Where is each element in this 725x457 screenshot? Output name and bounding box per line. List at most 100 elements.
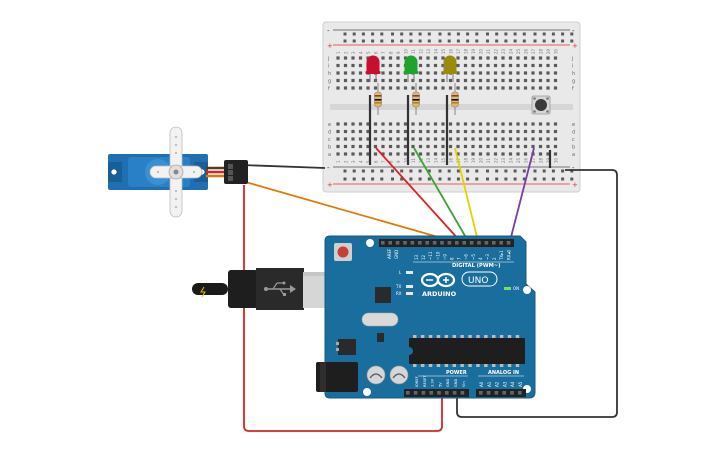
breadboard-hole[interactable] — [463, 86, 468, 90]
rail-hole[interactable] — [533, 32, 537, 36]
breadboard-hole[interactable] — [471, 129, 475, 134]
breadboard-hole[interactable] — [493, 56, 498, 60]
rail-hole[interactable] — [427, 32, 431, 36]
rail-hole[interactable] — [522, 32, 526, 36]
rail-hole[interactable] — [551, 32, 555, 36]
breadboard-hole[interactable] — [553, 152, 558, 156]
breadboard-hole[interactable] — [553, 129, 558, 134]
rail-hole[interactable] — [418, 32, 422, 36]
breadboard-hole[interactable] — [426, 86, 430, 90]
breadboard-hole[interactable] — [411, 137, 415, 141]
breadboard-hole[interactable] — [358, 129, 363, 134]
breadboard-hole[interactable] — [486, 71, 490, 75]
breadboard-hole[interactable] — [538, 63, 543, 68]
rail-hole[interactable] — [409, 32, 413, 36]
rail-hole[interactable] — [533, 177, 537, 181]
header-pin[interactable] — [455, 241, 459, 245]
rail-hole[interactable] — [542, 177, 546, 181]
breadboard-hole[interactable] — [441, 56, 445, 60]
breadboard-hole[interactable] — [388, 86, 393, 90]
header-pin[interactable] — [432, 241, 437, 245]
breadboard-hole[interactable] — [373, 152, 378, 156]
breadboard-hole[interactable] — [351, 144, 355, 149]
breadboard-hole[interactable] — [538, 129, 543, 134]
header-pin[interactable] — [484, 241, 489, 245]
breadboard-hole[interactable] — [501, 63, 505, 68]
breadboard-hole[interactable] — [411, 122, 415, 126]
breadboard-hole[interactable] — [418, 144, 423, 149]
breadboard-hole[interactable] — [448, 78, 453, 83]
breadboard-hole[interactable] — [531, 56, 535, 60]
header-pin[interactable] — [460, 391, 465, 395]
breadboard-hole[interactable] — [396, 122, 400, 126]
breadboard-hole[interactable] — [351, 122, 355, 126]
rail-hole[interactable] — [391, 32, 394, 36]
breadboard-hole[interactable] — [433, 152, 438, 156]
digital-header[interactable] — [379, 239, 514, 247]
breadboard-hole[interactable] — [336, 152, 340, 156]
breadboard-hole[interactable] — [463, 144, 468, 149]
power-jack[interactable] — [316, 362, 358, 392]
rail-hole[interactable] — [513, 32, 517, 36]
breadboard-hole[interactable] — [366, 152, 370, 156]
breadboard-hole[interactable] — [343, 63, 348, 68]
rail-hole[interactable] — [427, 177, 431, 181]
breadboard-hole[interactable] — [471, 122, 475, 126]
rail-hole[interactable] — [495, 169, 499, 173]
breadboard-hole[interactable] — [456, 152, 460, 156]
header-pin[interactable] — [494, 391, 499, 395]
breadboard-hole[interactable] — [448, 86, 453, 90]
breadboard-hole[interactable] — [463, 152, 468, 156]
breadboard-hole[interactable] — [366, 122, 370, 126]
breadboard-hole[interactable] — [403, 129, 408, 134]
breadboard-hole[interactable] — [538, 56, 543, 60]
servo-connector[interactable] — [224, 160, 248, 184]
breadboard-hole[interactable] — [373, 86, 378, 90]
breadboard-hole[interactable] — [358, 78, 363, 83]
breadboard-hole[interactable] — [546, 63, 550, 68]
rail-hole[interactable] — [561, 169, 565, 173]
breadboard-hole[interactable] — [456, 86, 460, 90]
header-pin[interactable] — [462, 241, 466, 245]
breadboard-hole[interactable] — [508, 63, 513, 68]
breadboard-hole[interactable] — [448, 144, 453, 149]
breadboard-hole[interactable] — [478, 71, 483, 75]
rail-hole[interactable] — [475, 39, 479, 43]
breadboard-hole[interactable] — [501, 152, 505, 156]
rail-hole[interactable] — [447, 39, 451, 43]
breadboard-hole[interactable] — [403, 56, 408, 60]
breadboard-hole[interactable] — [358, 56, 363, 60]
rail-hole[interactable] — [513, 169, 517, 173]
rail-hole[interactable] — [475, 32, 479, 36]
header-pin[interactable] — [492, 241, 496, 245]
breadboard-hole[interactable] — [418, 129, 423, 134]
breadboard-hole[interactable] — [426, 63, 430, 68]
rail-hole[interactable] — [570, 39, 574, 43]
breadboard-hole[interactable] — [523, 56, 528, 60]
breadboard-hole[interactable] — [516, 78, 520, 83]
breadboard-hole[interactable] — [546, 144, 550, 149]
breadboard-hole[interactable] — [456, 144, 460, 149]
breadboard-hole[interactable] — [441, 86, 445, 90]
rail-hole[interactable] — [542, 169, 546, 173]
breadboard-hole[interactable] — [373, 137, 378, 141]
breadboard-hole[interactable] — [388, 152, 393, 156]
rail-hole[interactable] — [352, 32, 356, 36]
breadboard-hole[interactable] — [531, 144, 535, 149]
breadboard-hole[interactable] — [426, 152, 430, 156]
breadboard-hole[interactable] — [336, 137, 340, 141]
breadboard-hole[interactable] — [471, 137, 475, 141]
header-pin[interactable] — [510, 391, 514, 395]
breadboard-hole[interactable] — [523, 122, 528, 126]
breadboard-hole[interactable] — [538, 152, 543, 156]
header-pin[interactable] — [413, 391, 418, 395]
breadboard-hole[interactable] — [456, 63, 460, 68]
breadboard-hole[interactable] — [538, 86, 543, 90]
wire-black-servo-gnd[interactable] — [241, 164, 326, 169]
breadboard-hole[interactable] — [358, 71, 363, 75]
breadboard-hole[interactable] — [448, 129, 453, 134]
push-button[interactable] — [531, 95, 551, 115]
breadboard-hole[interactable] — [493, 86, 498, 90]
wire-green-led-signal[interactable] — [413, 147, 469, 242]
breadboard-hole[interactable] — [343, 122, 348, 126]
